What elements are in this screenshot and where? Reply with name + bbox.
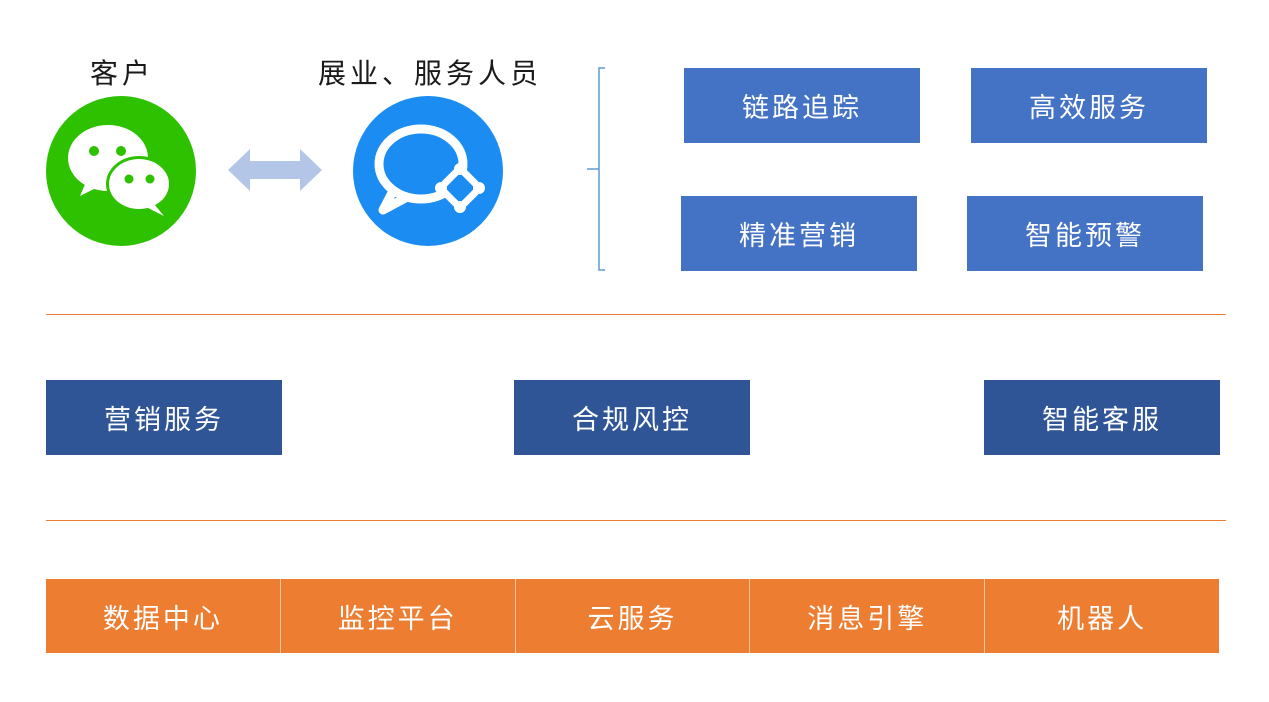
- customer-label: 客户: [90, 57, 155, 90]
- service-compliance: 合规风控: [514, 380, 750, 455]
- infrastructure-bar: 数据中心 监控平台 云服务 消息引擎 机器人: [46, 579, 1219, 653]
- staff-label: 展业、服务人员: [318, 57, 543, 90]
- double-arrow-icon: [228, 149, 322, 191]
- wechat-icon: [46, 96, 196, 246]
- divider-top: [46, 314, 1226, 315]
- feature-efficient-service: 高效服务: [971, 68, 1207, 143]
- feature-link-tracking: 链路追踪: [684, 68, 920, 143]
- infra-robot: 机器人: [1057, 603, 1148, 635]
- service-marketing: 营销服务: [46, 380, 282, 455]
- feature-smart-alert: 智能预警: [967, 196, 1203, 271]
- infra-cloud-service: 云服务: [516, 579, 751, 653]
- infra-data-center: 数据中心: [46, 579, 281, 653]
- service-smart-support: 智能客服: [984, 380, 1220, 455]
- infra-message-engine: 消息引擎: [750, 579, 986, 653]
- infra-monitoring-platform: 监控平台: [281, 579, 516, 653]
- wecom-icon: [353, 96, 503, 246]
- bracket-brace: [587, 67, 605, 271]
- feature-precision-marketing: 精准营销: [681, 196, 917, 271]
- divider-bottom: [46, 520, 1226, 521]
